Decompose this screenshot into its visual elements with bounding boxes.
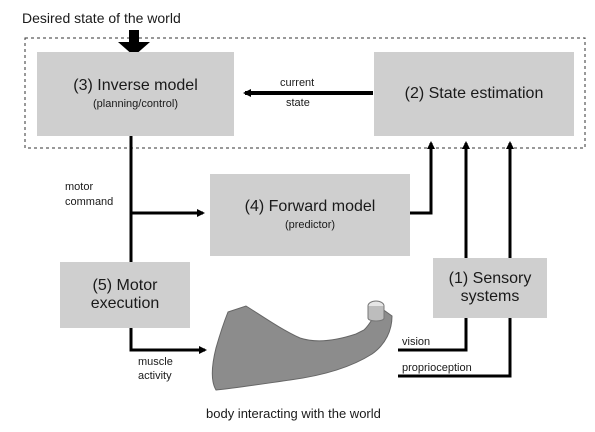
proprioception-label: proprioception: [402, 362, 472, 374]
sensory-systems-line2: systems: [460, 288, 520, 305]
dashed-frame: [24, 37, 586, 149]
motor-command-label-2: command: [65, 196, 114, 208]
muscle-activity-arrow: [129, 328, 207, 354]
forward-model-box: (4) Forward model (predictor): [210, 174, 410, 256]
motor-execution-line2: execution: [90, 295, 160, 312]
muscle-activity-label-1: muscle: [138, 356, 173, 368]
desired-state-arrow: [118, 30, 150, 56]
motor-execution-line1: (5) Motor: [92, 276, 158, 294]
state-estimation-title: (2) State estimation: [404, 84, 544, 102]
desired-state-title: Desired state of the world: [22, 10, 181, 26]
vision-line: [398, 318, 468, 352]
forward-model-subtitle: (predictor): [284, 219, 336, 232]
sensory-systems-line1: (1) Sensory: [448, 269, 532, 287]
motor-execution-box: (5) Motor execution: [60, 262, 190, 328]
sensory-systems-box: (1) Sensory systems: [433, 258, 547, 318]
caption: body interacting with the world: [206, 406, 381, 421]
arm-illustration: [211, 300, 393, 391]
current-state-label-2: state: [286, 97, 310, 109]
muscle-activity-label-2: activity: [138, 370, 172, 382]
proprioception-line: [398, 318, 512, 378]
state-estimation-box: (2) State estimation: [374, 52, 574, 136]
current-state-label-1: current: [280, 77, 315, 89]
vision-label: vision: [402, 336, 431, 348]
forward-model-title: (4) Forward model: [244, 197, 376, 215]
motor-command-label-1: motor: [65, 181, 94, 193]
inverse-model-subtitle: (planning/control): [93, 98, 178, 111]
inverse-model-title: (3) Inverse model: [73, 76, 198, 94]
forward-to-state-arrow: [410, 141, 435, 215]
inverse-model-box: (3) Inverse model (planning/control): [37, 52, 234, 136]
